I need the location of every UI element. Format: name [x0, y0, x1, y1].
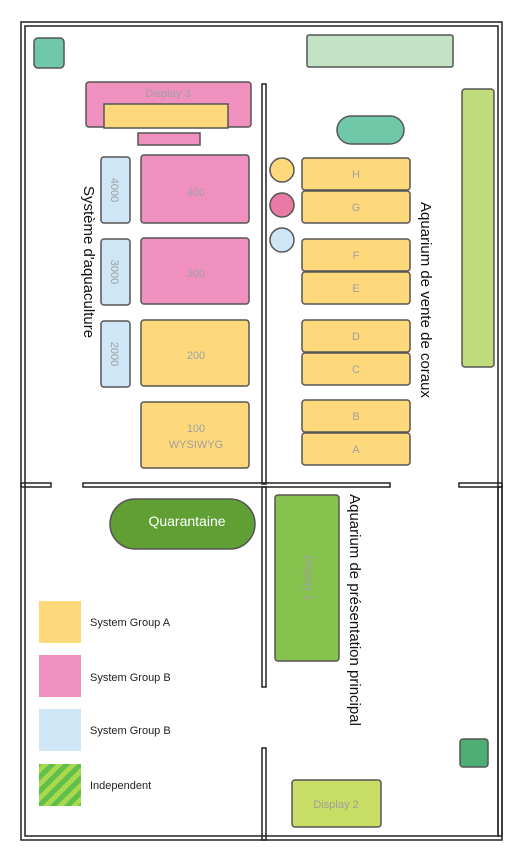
coral-tank-F: F [301, 238, 411, 272]
main-display-zone-label: Aquarium de présentation principal [346, 494, 363, 726]
legend-label-group-b-pink: System Group B [90, 672, 171, 684]
legend: System Group A System Group B System Gro… [39, 601, 171, 806]
oval-tank [336, 115, 405, 145]
display3-sump [137, 132, 201, 146]
circle-blue [269, 227, 295, 253]
display1-label: Display 1 [302, 555, 314, 600]
walls [20, 21, 503, 841]
coral-tank-G: G [301, 190, 411, 224]
coral-F-label: F [353, 250, 360, 262]
sump-3000: 3000 [100, 238, 131, 306]
small-tank-lower-right [459, 738, 489, 768]
sump-2000: 2000 [100, 320, 131, 388]
system-200-label: 200 [187, 350, 205, 362]
legend-swatch-independent [39, 764, 81, 806]
coral-tank-E: E [301, 271, 411, 305]
coral-E-label: E [352, 283, 359, 295]
legend-swatch-group-b-blue [39, 709, 81, 751]
legend-label-group-b-blue: System Group B [90, 725, 171, 737]
system-100-sublabel: WYSIWYG [169, 439, 223, 451]
small-tank-top-left [33, 37, 65, 69]
divider-left [20, 482, 52, 488]
display2-tank: Display 2 [291, 779, 382, 828]
divider-middle [82, 482, 391, 488]
display3-tank: Display 3 [85, 81, 252, 129]
display2-label: Display 2 [313, 799, 358, 811]
divider-right [458, 482, 503, 488]
legend-label-group-a: System Group A [90, 617, 171, 629]
coral-A-label: A [352, 444, 360, 456]
system-100: 100 WYSIWYG [140, 401, 250, 469]
display3-label: Display 3 [145, 88, 190, 100]
coral-tank-H: H [301, 157, 411, 191]
coral-H-label: H [352, 169, 360, 181]
legend-swatch-group-a [39, 601, 81, 643]
coral-G-label: G [352, 202, 361, 214]
circle-pink [269, 192, 295, 218]
system-200: 200 [140, 319, 250, 387]
vertical-wall-top [261, 83, 267, 485]
sump-4000-label: 4000 [108, 178, 120, 202]
coral-D-label: D [352, 331, 360, 343]
coral-sales-zone-label: Aquarium de vente de coraux [417, 202, 434, 398]
legend-label-independent: Independent [90, 780, 151, 792]
sump-2000-label: 2000 [108, 342, 120, 366]
display1-tank: Display 1 [274, 494, 340, 662]
sump-4000: 4000 [100, 156, 131, 224]
aquaculture-zone-label: Système d'aquaculture [80, 186, 97, 338]
coral-tank-A: A [301, 432, 411, 466]
coral-tank-C: C [301, 352, 411, 386]
vertical-wall-bottom [261, 747, 267, 841]
system-300-label: 300 [187, 268, 205, 280]
system-100-label: 100 [187, 423, 205, 435]
sump-3000-label: 3000 [108, 260, 120, 284]
legend-swatch-group-b-pink [39, 655, 81, 697]
long-tank-top [306, 34, 454, 68]
circle-yellow [269, 157, 295, 183]
vertical-wall-middle [261, 486, 267, 688]
side-tank-right [461, 88, 495, 368]
system-400-label: 400 [187, 187, 205, 199]
system-300: 300 [140, 237, 250, 305]
coral-B-label: B [352, 411, 359, 423]
coral-C-label: C [352, 364, 360, 376]
right-partition [497, 486, 503, 837]
quarantine-label: Quarantaine [148, 513, 225, 529]
coral-tank-D: D [301, 319, 411, 353]
quarantine-tank: Quarantaine [109, 498, 256, 550]
system-400: 400 [140, 154, 250, 224]
coral-tank-B: B [301, 399, 411, 433]
